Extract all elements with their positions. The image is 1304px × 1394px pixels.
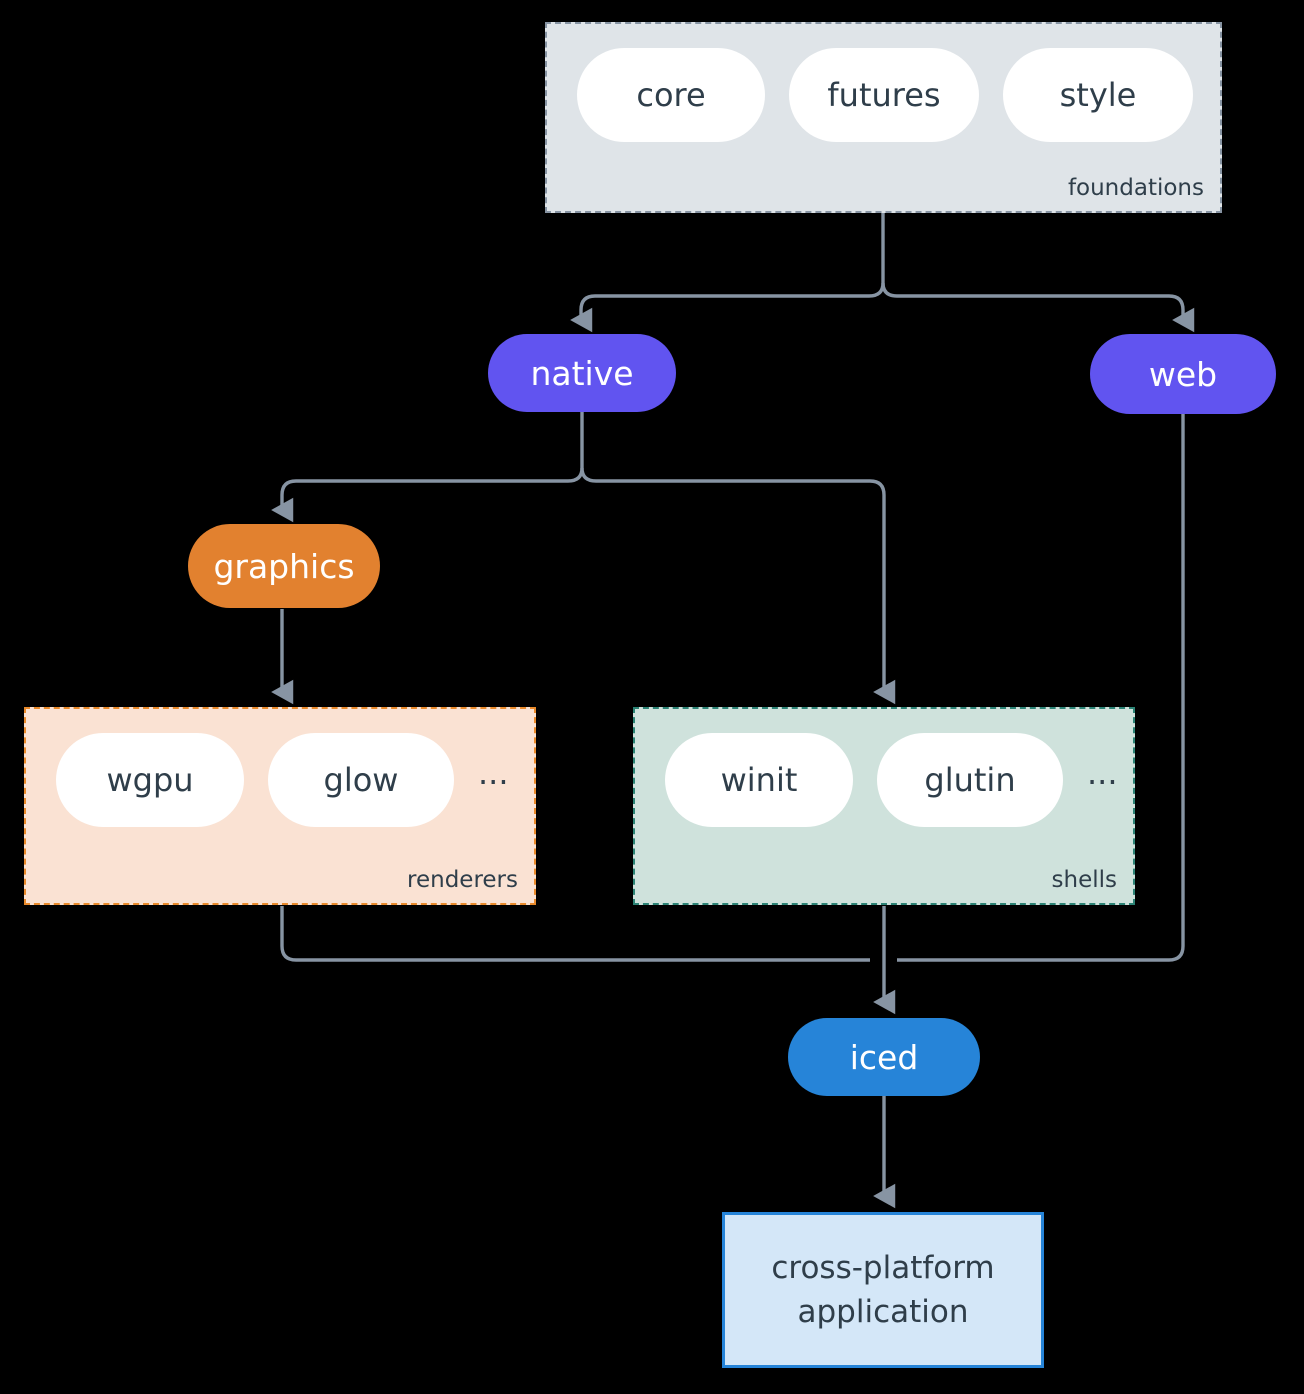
node-graphics[interactable]: graphics <box>188 524 380 608</box>
edge-renderers-merge <box>280 906 870 962</box>
renderers-ellipsis: ... <box>478 754 509 792</box>
edge-foundations-web <box>881 282 1195 333</box>
node-wgpu[interactable]: wgpu <box>56 733 244 827</box>
node-glutin[interactable]: glutin <box>877 733 1063 827</box>
cluster-shells-label: shells <box>1051 867 1117 893</box>
node-style[interactable]: style <box>1003 48 1193 142</box>
node-core[interactable]: core <box>577 48 765 142</box>
cluster-shells-items: winit glutin ... <box>635 733 1133 827</box>
cluster-foundations-items: core futures style <box>547 48 1220 142</box>
application-line-1: cross-platform <box>771 1249 995 1286</box>
node-native[interactable]: native <box>488 334 676 412</box>
node-iced[interactable]: iced <box>788 1018 980 1096</box>
node-cross-platform-application[interactable]: cross-platform application <box>722 1212 1044 1368</box>
edge-native-shells <box>580 467 896 705</box>
node-futures[interactable]: futures <box>789 48 979 142</box>
node-glow[interactable]: glow <box>268 733 454 827</box>
cluster-renderers: wgpu glow ... renderers <box>24 707 536 905</box>
cluster-foundations-label: foundations <box>1067 175 1204 201</box>
cluster-renderers-label: renderers <box>407 867 518 893</box>
node-winit[interactable]: winit <box>665 733 853 827</box>
cluster-renderers-items: wgpu glow ... <box>26 733 534 827</box>
edge-foundations-native <box>570 282 885 333</box>
application-line-2: application <box>797 1294 969 1330</box>
cluster-shells: winit glutin ... shells <box>633 707 1135 905</box>
edge-native-graphics <box>271 467 584 523</box>
cluster-foundations: core futures style foundations <box>545 22 1222 213</box>
shells-ellipsis: ... <box>1087 754 1118 792</box>
node-web[interactable]: web <box>1090 334 1276 414</box>
